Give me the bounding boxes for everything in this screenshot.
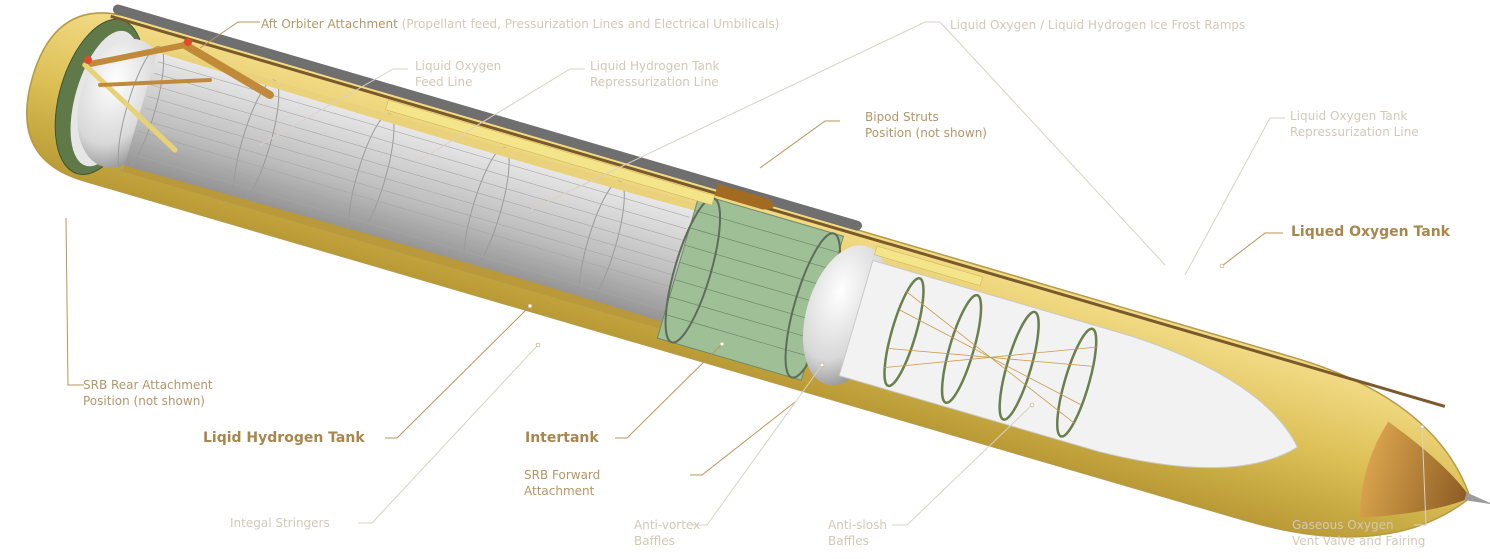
label-anti-vortex-baffles: Anti-vortex Baffles: [634, 517, 700, 549]
label-aft-orbiter-attachment-title: Aft Orbiter Attachment: [261, 17, 398, 31]
label-srb-forward-line1: SRB Forward: [524, 468, 601, 482]
label-anti-slosh-line1: Anti-slosh: [828, 518, 887, 532]
label-lox-feed-line-line1: Liquid Oxygen: [415, 59, 502, 73]
label-anti-slosh-line2: Baffles: [828, 534, 869, 548]
label-gox-vent: Gaseous Oxygen Vent Valve and Fairing: [1292, 517, 1425, 549]
label-lox-repress-line2: Repressurization Line: [1290, 125, 1419, 139]
label-anti-vortex-line1: Anti-vortex: [634, 518, 701, 532]
leader-lines-faint: [259, 21, 1427, 526]
label-bipod-struts-line2: Position (not shown): [865, 126, 987, 140]
label-lh2-tank: Liqid Hydrogen Tank: [203, 430, 365, 446]
lh2-repress-line: [110, 14, 1446, 408]
label-lox-feed-line-line2: Feed Line: [415, 75, 473, 89]
label-lox-feed-line: Liquid Oxygen Feed Line: [415, 58, 501, 90]
label-intertank: Intertank: [525, 430, 599, 446]
label-srb-forward-attachment: SRB Forward Attachment: [524, 467, 600, 499]
lh2-tank-barrel: [122, 46, 697, 329]
ice-frost-ramp: [385, 99, 716, 206]
label-lox-tank: Liqued Oxygen Tank: [1291, 224, 1450, 240]
leader-dots: [527, 263, 1425, 430]
integral-stringers-lines: [130, 61, 690, 310]
label-gox-vent-line2: Vent Valve and Fairing: [1292, 534, 1426, 548]
label-lh2-repress-line1: Liquid Hydrogen Tank: [590, 59, 720, 73]
leader-lines-gold: [65, 21, 1283, 476]
label-lh2-repress-line: Liquid Hydrogen Tank Repressurization Li…: [590, 58, 719, 90]
label-bipod-struts-line1: Bipod Struts: [865, 110, 939, 124]
label-aft-orbiter-attachment: Aft Orbiter Attachment (Propellant feed,…: [261, 16, 779, 32]
lox-feed-line: [112, 4, 862, 231]
label-bipod-struts: Bipod Struts Position (not shown): [865, 109, 987, 141]
label-lox-repress-line: Liquid Oxygen Tank Repressurization Line: [1290, 108, 1419, 140]
bipod-fitting: [714, 183, 775, 210]
label-srb-forward-line2: Attachment: [524, 484, 595, 498]
label-lh2-repress-line2: Repressurization Line: [590, 75, 719, 89]
anti-slosh-baffle-rings: [883, 276, 1098, 438]
gox-vent-fairing: [1360, 421, 1471, 518]
label-srb-rear-attachment: SRB Rear Attachment Position (not shown): [83, 377, 213, 409]
label-anti-slosh-baffles: Anti-slosh Baffles: [828, 517, 887, 549]
tank-body-group: [25, 4, 1490, 538]
label-srb-rear-line1: SRB Rear Attachment: [83, 378, 213, 392]
label-lox-repress-line1: Liquid Oxygen Tank: [1290, 109, 1408, 123]
label-gox-vent-line1: Gaseous Oxygen: [1292, 518, 1394, 532]
label-ice-frost-ramps: Liquid Oxygen / Liquid Hydrogen Ice Fros…: [950, 18, 1246, 32]
label-integral-stringers: Integal Stringers: [230, 516, 330, 530]
label-srb-rear-line2: Position (not shown): [83, 394, 205, 408]
aft-orbiter-attachment-struts: [82, 38, 274, 153]
label-anti-vortex-line2: Baffles: [634, 534, 675, 548]
label-aft-orbiter-attachment-detail: (Propellant feed, Pressurization Lines a…: [401, 17, 780, 31]
